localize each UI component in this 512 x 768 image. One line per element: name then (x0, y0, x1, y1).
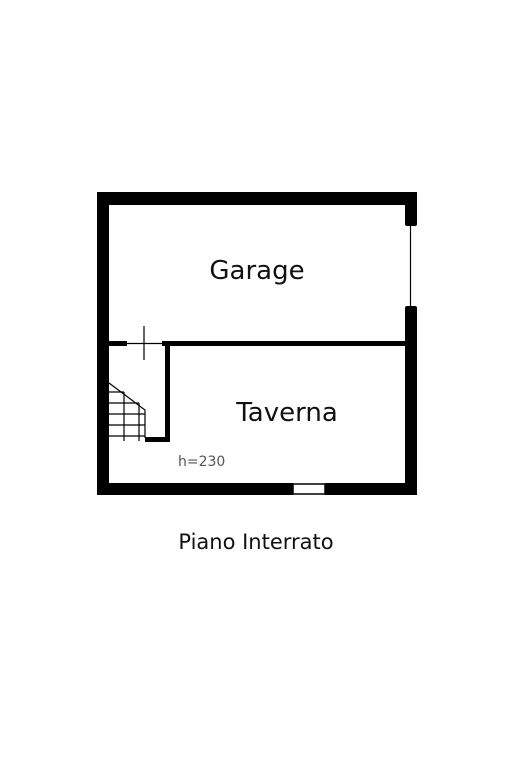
stair-wall-vertical (165, 341, 170, 442)
ceiling-height-label: h=230 (178, 454, 225, 470)
divider-wall-stub (109, 341, 127, 346)
wall-right-lower (405, 306, 417, 495)
bottom-window (292, 483, 326, 495)
divider-wall-main (162, 341, 405, 346)
floor-title: Piano Interrato (178, 530, 334, 554)
room-label-taverna: Taverna (235, 398, 338, 428)
wall-right-upper (405, 192, 417, 226)
wall-left (97, 192, 109, 495)
stair-wall-bottom (145, 437, 170, 442)
wall-bottom-right (325, 483, 417, 495)
wall-top (97, 192, 417, 205)
staircase (108, 382, 146, 441)
interior-door-symbol (127, 326, 162, 360)
outer-walls (97, 192, 417, 495)
wall-bottom-left (97, 483, 293, 495)
room-label-garage: Garage (209, 256, 304, 286)
interior-walls (109, 341, 405, 442)
